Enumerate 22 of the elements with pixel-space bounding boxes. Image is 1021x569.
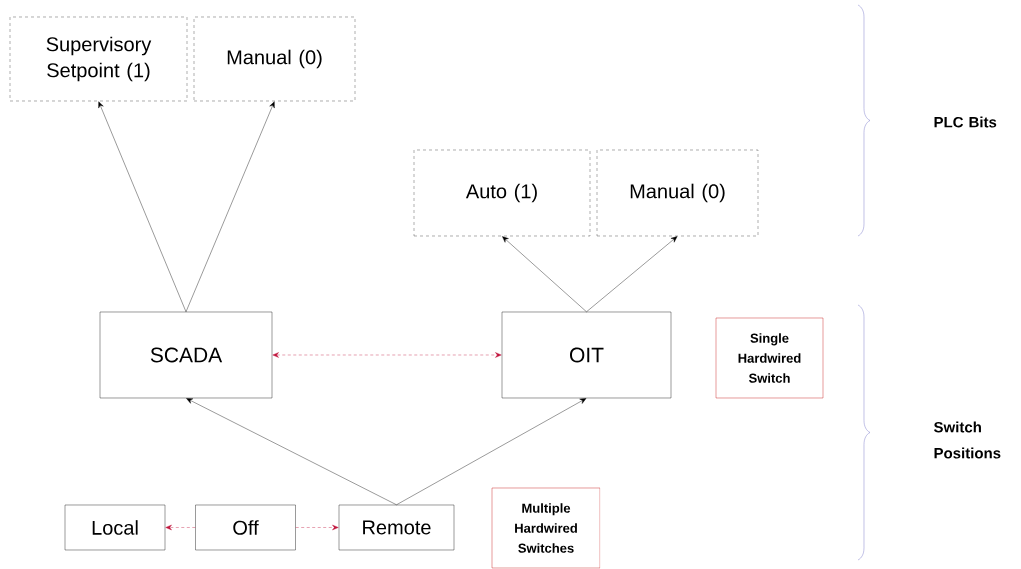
group-label: Switch Positions [933,421,1001,459]
bit-box: Manual (0) [193,16,356,102]
bit-box: Manual (0) [596,149,759,237]
arrow [295,524,339,531]
note-box: Single Hardwired Switch [715,317,824,399]
bit-box: Supervisory Setpoint (1) [9,16,188,102]
arrow [396,398,587,505]
arrow [98,101,187,312]
process-box: OIT [501,311,672,399]
switch-box: Off [195,504,296,551]
arrow [586,236,678,312]
switch-box: Local [64,504,166,551]
arrow [185,101,275,312]
arrow [502,236,587,312]
process-box: SCADA [99,311,273,399]
arrow [272,352,502,358]
arrow [186,398,397,505]
bit-box: Auto (1) [413,149,591,237]
switch-box: Remote [338,504,455,551]
group-label: PLC Bits [934,116,997,128]
note-box: Multiple Hardwired Switches [491,487,601,569]
arrow [165,524,196,531]
